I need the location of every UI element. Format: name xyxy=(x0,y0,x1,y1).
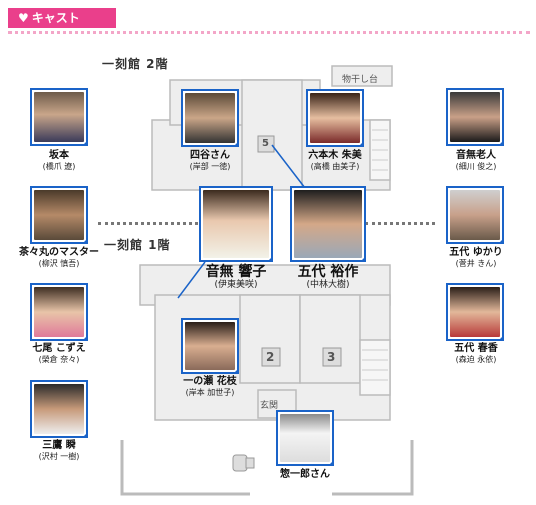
portrait-ichinose-hanae[interactable] xyxy=(181,318,239,374)
room-number-5: 5 xyxy=(262,138,269,149)
cast-actor: (岸部 一徳) xyxy=(189,161,231,171)
cast-caption-chachamaru-master: 茶々丸のマスター (柳沢 慎吾) xyxy=(0,247,118,268)
cast-actor: (榮倉 奈々) xyxy=(38,354,80,364)
heart-icon: ♥ xyxy=(18,11,29,25)
cast-actor: (沢村 一樹) xyxy=(38,451,80,461)
cast-caption-soichiro: 惣一郎さん xyxy=(245,469,365,481)
room-number-3: 3 xyxy=(327,350,336,364)
room-label-drying-deck: 物干し台 xyxy=(342,75,379,85)
cast-name: 一の瀬 花枝 xyxy=(183,376,237,387)
floor-label-2f: 一刻館 2階 xyxy=(102,57,169,71)
cast-caption-godai-yusaku: 五代 裕作 (中林大樹) xyxy=(278,264,378,290)
cast-name: 六本木 朱美 xyxy=(308,150,362,161)
room-label-genkan: 玄関 xyxy=(260,401,279,411)
cast-caption-sakamoto: 坂本 (橋爪 遼) xyxy=(0,150,118,171)
cast-name: 七尾 こずえ xyxy=(32,343,86,354)
cast-name: 惣一郎さん xyxy=(280,469,330,480)
cast-caption-nanao-kozue: 七尾 こずえ (榮倉 奈々) xyxy=(0,343,118,364)
cast-actor: (中林大樹) xyxy=(306,280,350,291)
cast-actor: (柳沢 慎吾) xyxy=(38,258,80,268)
floor-label-1f: 一刻館 1階 xyxy=(104,238,171,252)
portrait-sakamoto[interactable] xyxy=(30,88,88,146)
cast-actor: (岸本 加世子) xyxy=(185,387,235,397)
cast-caption-ichinose-hanae: 一の瀬 花枝 (岸本 加世子) xyxy=(150,376,270,397)
cast-actor: (細川 俊之) xyxy=(455,161,497,171)
portrait-otonashi-kyoko[interactable] xyxy=(199,186,273,262)
cast-actor: (菅井 きん) xyxy=(455,258,497,268)
portrait-soichiro-dog[interactable] xyxy=(276,410,334,466)
portrait-godai-yukari[interactable] xyxy=(446,186,504,244)
cast-name: 茶々丸のマスター xyxy=(19,247,99,258)
portrait-mitaka-shun[interactable] xyxy=(30,380,88,438)
portrait-nanao-kozue[interactable] xyxy=(30,283,88,341)
cast-caption-roppongi-akemi: 六本木 朱美 (高橋 由美子) xyxy=(275,150,395,171)
cast-caption-otonashi-kyoko: 音無 響子 (伊東美咲) xyxy=(186,264,286,290)
section-header-cast: ♥キャスト xyxy=(8,8,116,28)
portrait-roppongi-akemi[interactable] xyxy=(306,89,364,147)
portrait-otonashi-rojin[interactable] xyxy=(446,88,504,146)
cast-name: 五代 ゆかり xyxy=(449,247,503,258)
cast-name: 四谷さん xyxy=(190,150,230,161)
cast-caption-otonashi-rojin: 音無老人 (細川 俊之) xyxy=(418,150,534,171)
cast-name: 三鷹 瞬 xyxy=(42,440,76,451)
cast-caption-yotsuya: 四谷さん (岸部 一徳) xyxy=(150,150,270,171)
room-number-2: 2 xyxy=(266,350,275,364)
portrait-godai-haruka[interactable] xyxy=(446,283,504,341)
cast-name: 音無老人 xyxy=(456,150,496,161)
section-title: キャスト xyxy=(31,11,80,25)
portrait-chachamaru-master[interactable] xyxy=(30,186,88,244)
cast-actor: (伊東美咲) xyxy=(214,280,258,291)
cast-name: 五代 春香 xyxy=(454,343,498,354)
portrait-godai-yusaku[interactable] xyxy=(290,186,366,262)
cast-actor: (橋爪 遼) xyxy=(42,161,76,171)
cast-name: 坂本 xyxy=(49,150,69,161)
cast-actor: (森迫 永依) xyxy=(455,354,497,364)
cast-caption-godai-yukari: 五代 ゆかり (菅井 きん) xyxy=(418,247,534,268)
header-dotted-divider xyxy=(8,31,530,34)
cast-caption-mitaka-shun: 三鷹 瞬 (沢村 一樹) xyxy=(0,440,118,461)
cast-actor: (高橋 由美子) xyxy=(310,161,360,171)
cast-name: 音無 響子 xyxy=(205,264,267,280)
cast-caption-godai-haruka: 五代 春香 (森迫 永依) xyxy=(418,343,534,364)
cast-name: 五代 裕作 xyxy=(297,264,359,280)
floor-divider-right xyxy=(365,222,435,225)
portrait-yotsuya[interactable] xyxy=(181,89,239,147)
floor-divider-left xyxy=(98,222,198,225)
